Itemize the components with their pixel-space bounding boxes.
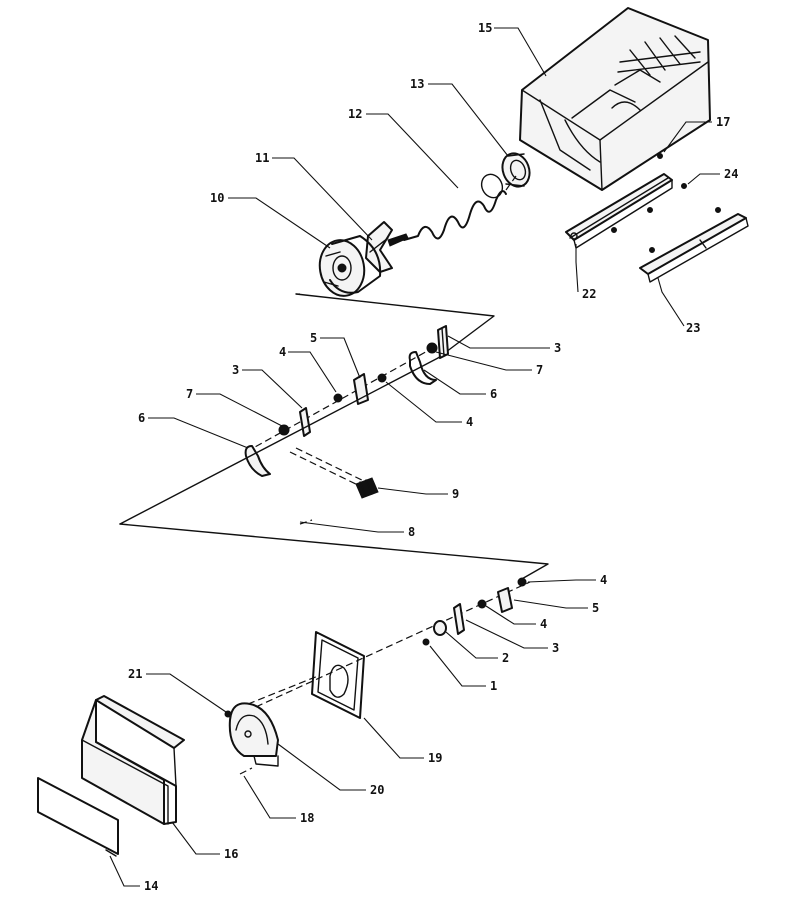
callout-15: 15 <box>478 21 492 35</box>
part-20-housing <box>228 702 279 767</box>
callout-4-lower-top: 4 <box>600 573 607 587</box>
callout-19: 19 <box>428 751 442 765</box>
part-2-bushing <box>433 620 447 636</box>
callout-9: 9 <box>452 487 459 501</box>
callout-14: 14 <box>144 879 158 893</box>
part-3-blade-mid <box>299 407 311 437</box>
callout-1: 1 <box>490 679 497 693</box>
callout-4-lower-mid: 4 <box>540 617 547 631</box>
part-4-washer-lower-top <box>517 577 527 587</box>
part-7-nut-mid <box>278 424 290 436</box>
part-7-nut-upper <box>426 342 438 354</box>
middle-shaft-assembly <box>245 343 441 489</box>
part-9-spring <box>355 477 379 499</box>
callout-5-mid: 5 <box>310 331 317 345</box>
callout-6-mid: 6 <box>138 411 145 425</box>
callout-22: 22 <box>582 287 596 301</box>
callout-3-lower: 3 <box>552 641 559 655</box>
callout-12: 12 <box>348 107 362 121</box>
part-4-washer-mid-right <box>377 373 387 383</box>
callout-11: 11 <box>255 151 269 165</box>
part-23-rail <box>639 207 749 283</box>
callout-3-mid: 3 <box>232 363 239 377</box>
callout-18: 18 <box>300 811 314 825</box>
part-5-clip-lower <box>497 587 513 613</box>
part-11-agitator-blade <box>365 221 409 273</box>
callout-5-lower: 5 <box>592 601 599 615</box>
callout-6-upper: 6 <box>490 387 497 401</box>
callout-20: 20 <box>370 783 384 797</box>
part-19-gasket-plate <box>311 631 365 719</box>
part-6-bracket-upper <box>408 351 437 385</box>
part-24-screw <box>611 183 687 233</box>
part-5-clip-mid <box>353 373 369 405</box>
part-12-auger-coil <box>403 173 517 241</box>
callout-7-mid: 7 <box>186 387 193 401</box>
part-10-drum <box>318 235 382 297</box>
callout-8: 8 <box>408 525 415 539</box>
callout-3-upper: 3 <box>554 341 561 355</box>
callout-4-upper: 4 <box>279 345 286 359</box>
callout-13: 13 <box>410 77 424 91</box>
callout-23: 23 <box>686 321 700 335</box>
part-15-ice-bin <box>519 7 711 191</box>
part-13-bearing <box>501 152 531 188</box>
callout-7-upper: 7 <box>536 363 543 377</box>
part-4-washer-lower-mid <box>477 599 487 609</box>
callout-16: 16 <box>224 847 238 861</box>
part-22-slide-rail <box>565 173 673 249</box>
callout-4-mid: 4 <box>466 415 473 429</box>
part-3-blade-upper <box>437 325 449 359</box>
callout-24: 24 <box>724 167 738 181</box>
part-14-panel <box>37 777 119 857</box>
callout-21: 21 <box>128 667 142 681</box>
part-4-washer-mid-left <box>333 393 343 403</box>
callout-10: 10 <box>210 191 224 205</box>
part-21-screw <box>224 710 232 718</box>
part-17-screw <box>657 153 663 159</box>
part-6-bracket-mid <box>244 445 271 477</box>
callout-17: 17 <box>716 115 730 129</box>
part-3-blade-lower <box>453 603 465 635</box>
leader-lines <box>109 27 720 887</box>
callout-2: 2 <box>502 651 509 665</box>
part-1-screw <box>422 638 430 646</box>
callout-labels: 15 13 12 11 10 17 24 22 23 3 7 6 4 5 4 3… <box>128 21 738 893</box>
part-16-cover <box>81 695 185 825</box>
